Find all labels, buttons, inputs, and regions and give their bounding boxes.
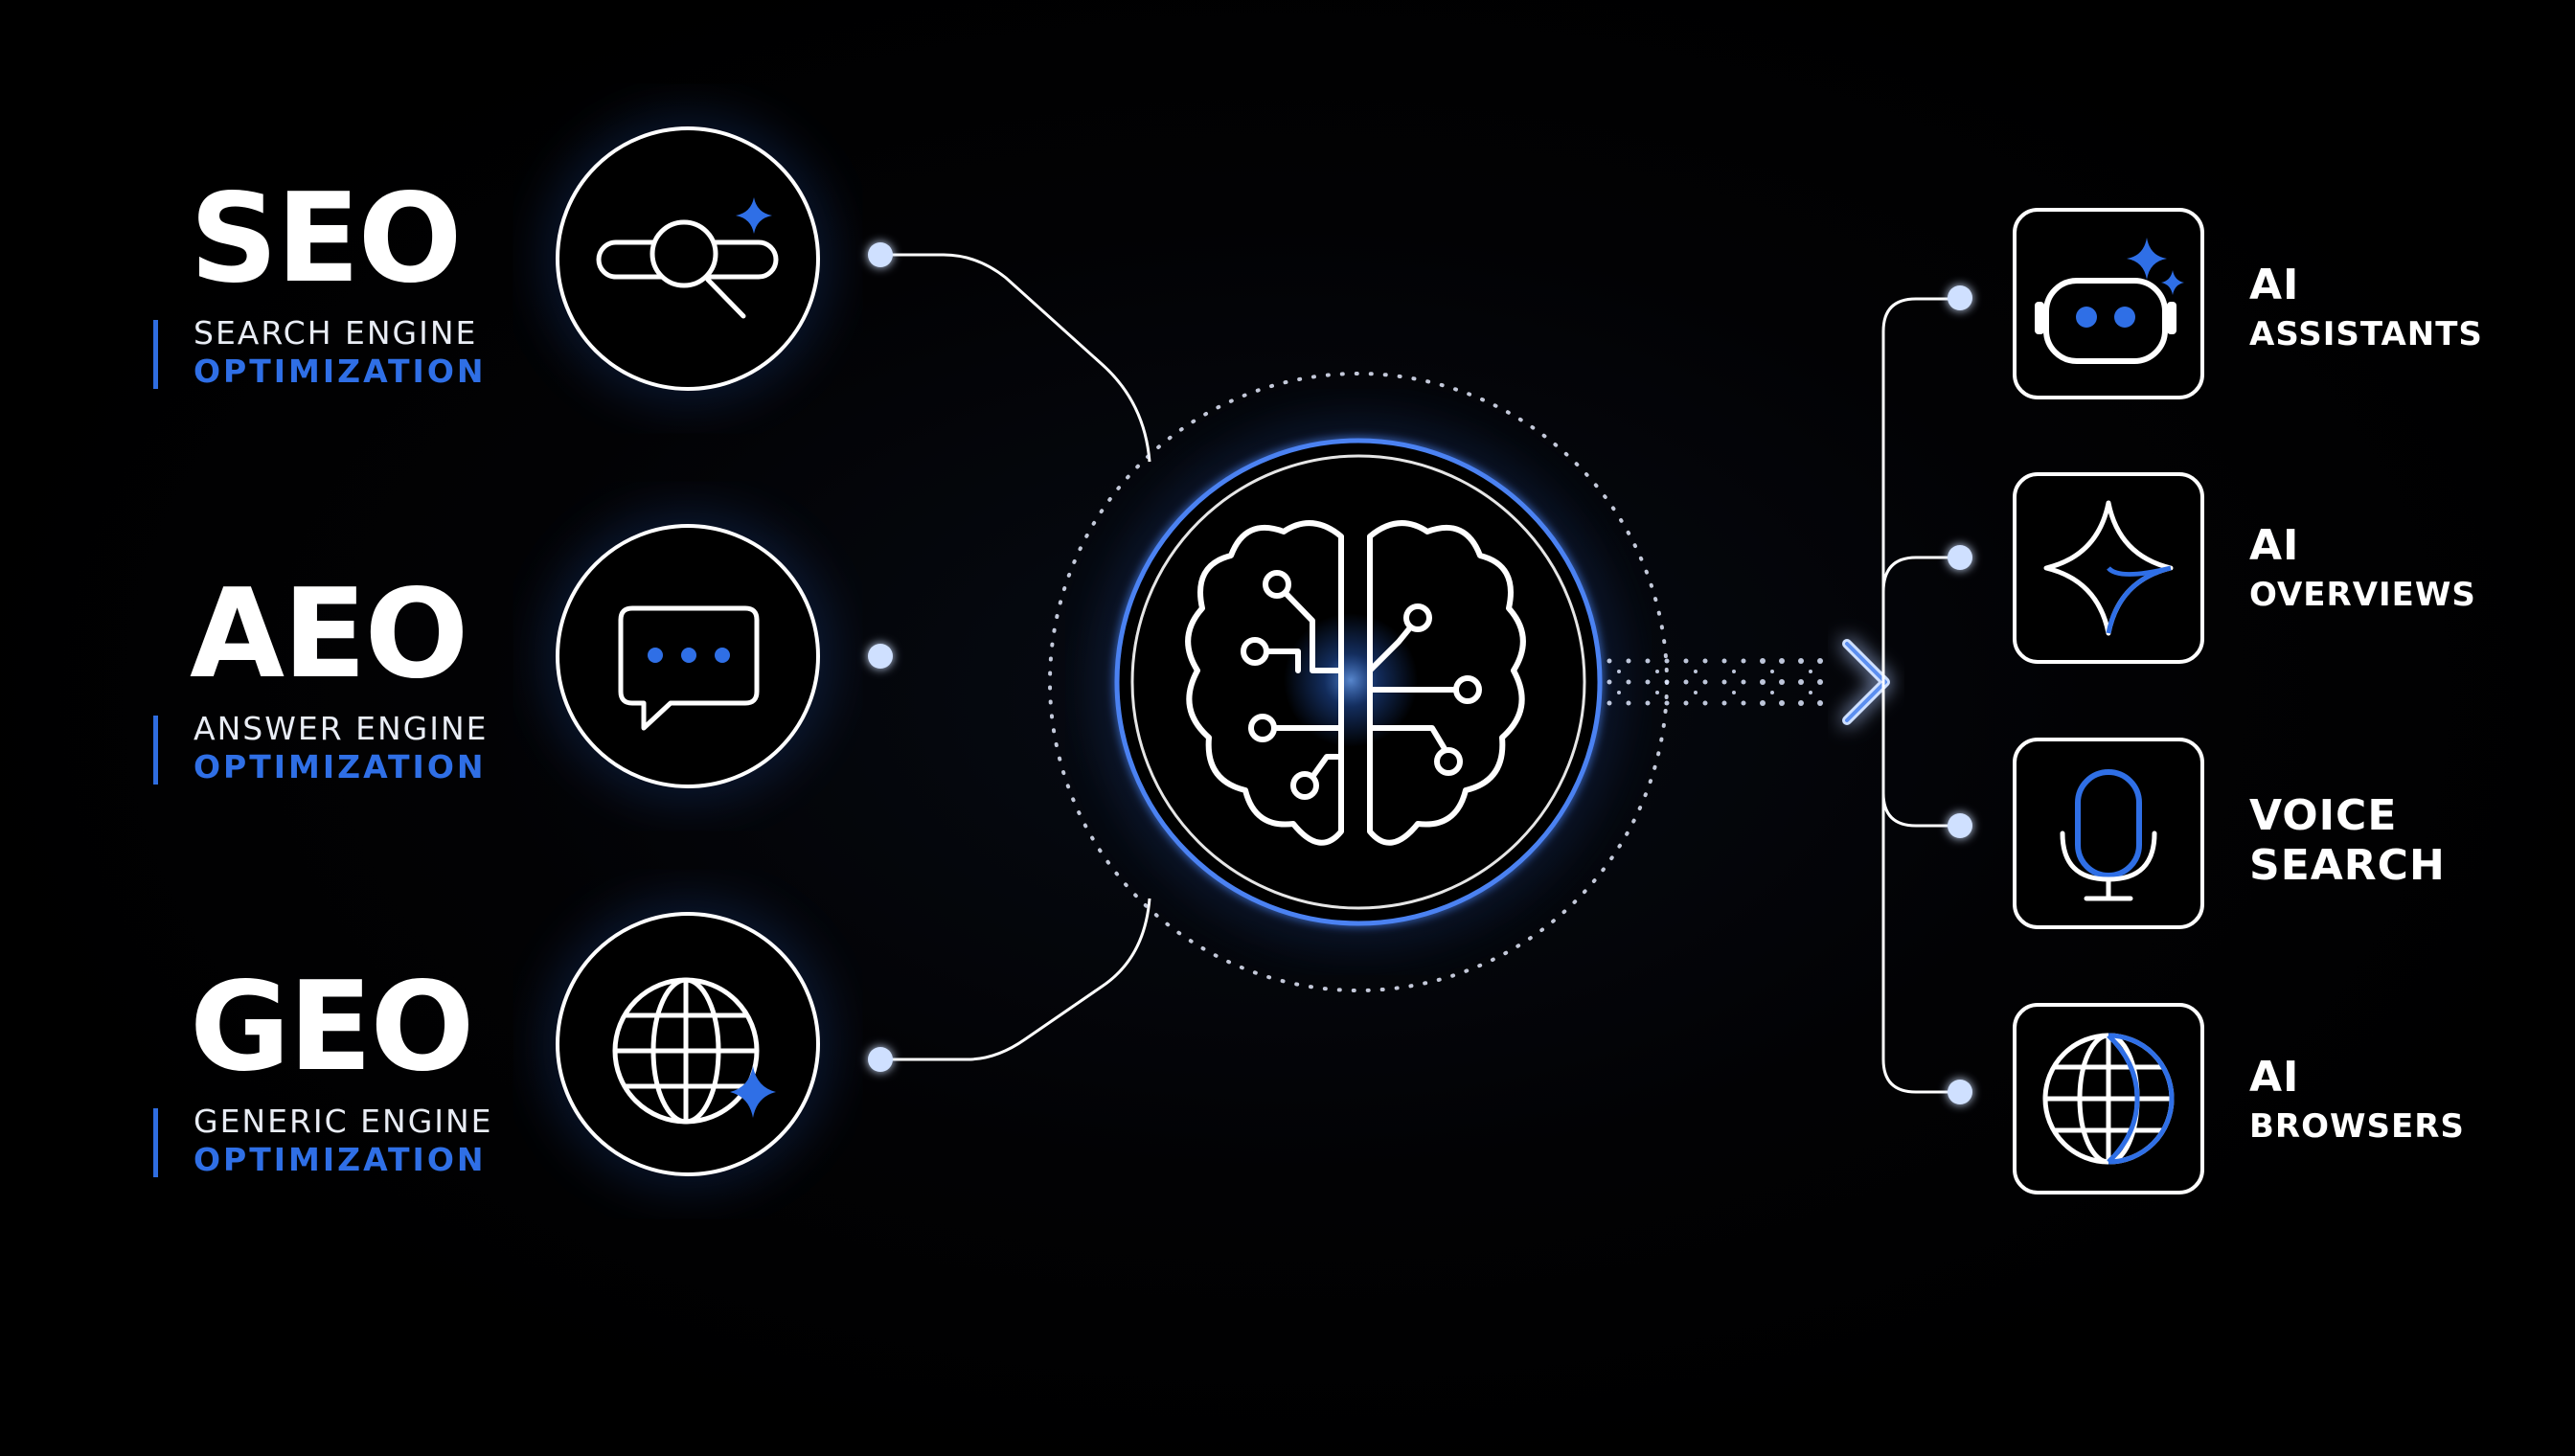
search-sparkle-icon xyxy=(596,197,779,319)
left-nodes xyxy=(868,242,893,1072)
right-nodes xyxy=(1948,285,1972,1104)
seo-acronym: SEO xyxy=(190,168,462,310)
aeo-line2: OPTIMIZATION xyxy=(194,748,487,785)
globe-sparkle-icon xyxy=(612,977,776,1125)
accent-bar xyxy=(153,320,158,389)
globe-icon xyxy=(2042,1033,2175,1165)
left-icon-circles xyxy=(542,113,833,1190)
geo-subtitle: GENERIC ENGINE OPTIMIZATION xyxy=(153,1103,493,1179)
node-geo xyxy=(868,1047,893,1072)
overviews-label: AI OVERVIEWS xyxy=(2249,521,2476,619)
overviews-line2: OVERVIEWS xyxy=(2249,576,2476,614)
center-hub xyxy=(1105,429,1611,935)
microphone-icon xyxy=(2060,769,2157,901)
node-aeo xyxy=(868,644,893,669)
assistants-line1: AI xyxy=(2249,261,2300,309)
geo-block: GEO GENERIC ENGINE OPTIMIZATION xyxy=(153,967,493,1179)
voice-label: VOICE SEARCH xyxy=(2249,791,2446,891)
seo-line1: SEARCH ENGINE xyxy=(194,314,478,352)
chevron-right-icon xyxy=(1842,639,1890,725)
accent-bar xyxy=(153,716,158,785)
right-icon-boxes xyxy=(2013,208,2204,1194)
browsers-line1: AI xyxy=(2249,1053,2300,1102)
right-connectors xyxy=(1881,297,1960,1094)
geo-line2: OPTIMIZATION xyxy=(194,1141,487,1178)
connector-seo xyxy=(881,253,1151,463)
seo-block: SEO SEARCH ENGINE OPTIMIZATION xyxy=(153,178,487,391)
node-overviews xyxy=(1948,545,1972,570)
browsers-line2: BROWSERS xyxy=(2249,1107,2465,1146)
aeo-acronym: AEO xyxy=(190,563,468,706)
overviews-line1: AI xyxy=(2249,521,2300,570)
seo-subtitle: SEARCH ENGINE OPTIMIZATION xyxy=(153,314,487,391)
geo-acronym: GEO xyxy=(190,956,474,1099)
brain-circuit-icon xyxy=(1185,520,1526,846)
assistants-line2: ASSISTANTS xyxy=(2249,315,2483,353)
voice-line2: SEARCH xyxy=(2249,841,2446,890)
left-connectors xyxy=(881,253,1151,1061)
robot-icon xyxy=(2035,238,2184,364)
voice-line1: VOICE xyxy=(2249,791,2398,840)
aeo-block: AEO ANSWER ENGINE OPTIMIZATION xyxy=(153,574,488,786)
node-assistants xyxy=(1948,285,1972,310)
node-browsers xyxy=(1948,1080,1972,1104)
chat-bubble-icon xyxy=(618,605,760,731)
voice-box xyxy=(2013,738,2204,929)
assistants-label: AI ASSISTANTS xyxy=(2249,261,2483,358)
geo-line1: GENERIC ENGINE xyxy=(194,1103,493,1140)
node-voice xyxy=(1948,813,1972,838)
sparkle-star-icon xyxy=(2043,500,2174,636)
dotted-beam xyxy=(1607,658,1823,706)
accent-bar xyxy=(153,1108,158,1177)
connector-geo xyxy=(881,898,1151,1061)
aeo-line1: ANSWER ENGINE xyxy=(194,710,489,747)
browsers-label: AI BROWSERS xyxy=(2249,1053,2465,1150)
aeo-subtitle: ANSWER ENGINE OPTIMIZATION xyxy=(153,710,488,786)
node-seo xyxy=(868,242,893,267)
seo-line2: OPTIMIZATION xyxy=(194,353,487,390)
